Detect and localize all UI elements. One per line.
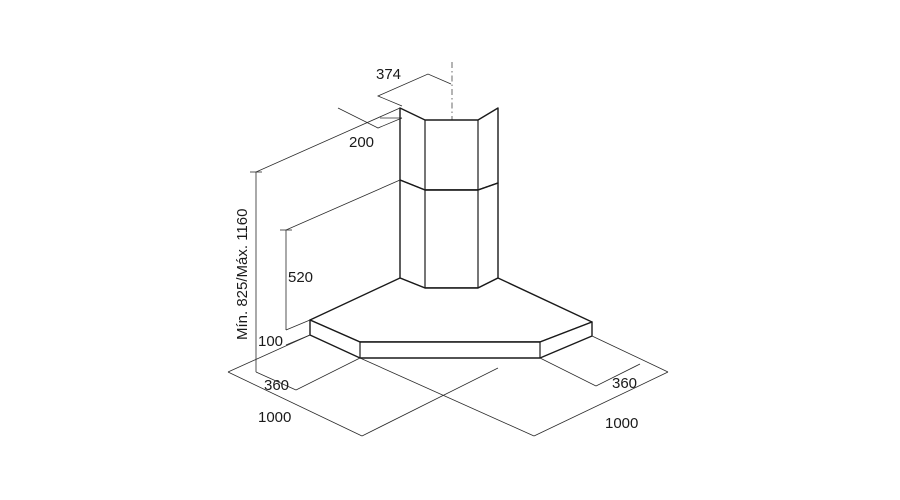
canopy-top — [309, 277, 593, 343]
label-total-height: Mín. 825/Máx. 1160 — [234, 209, 251, 340]
label-chimney-width: 374 — [376, 66, 401, 83]
chimney — [399, 107, 499, 289]
label-right-depth: 360 — [612, 375, 637, 392]
chimney-lower — [399, 179, 499, 289]
chimney-upper — [399, 107, 499, 191]
canopy — [309, 277, 593, 359]
label-chimney-depth: 200 — [349, 134, 374, 151]
label-canopy-height: 100 — [258, 333, 283, 350]
label-left-depth: 360 — [264, 377, 289, 394]
label-chimney-height: 520 — [288, 269, 313, 286]
label-left-width: 1000 — [258, 409, 291, 426]
dimension-lines — [227, 73, 669, 437]
label-right-width: 1000 — [605, 415, 638, 432]
